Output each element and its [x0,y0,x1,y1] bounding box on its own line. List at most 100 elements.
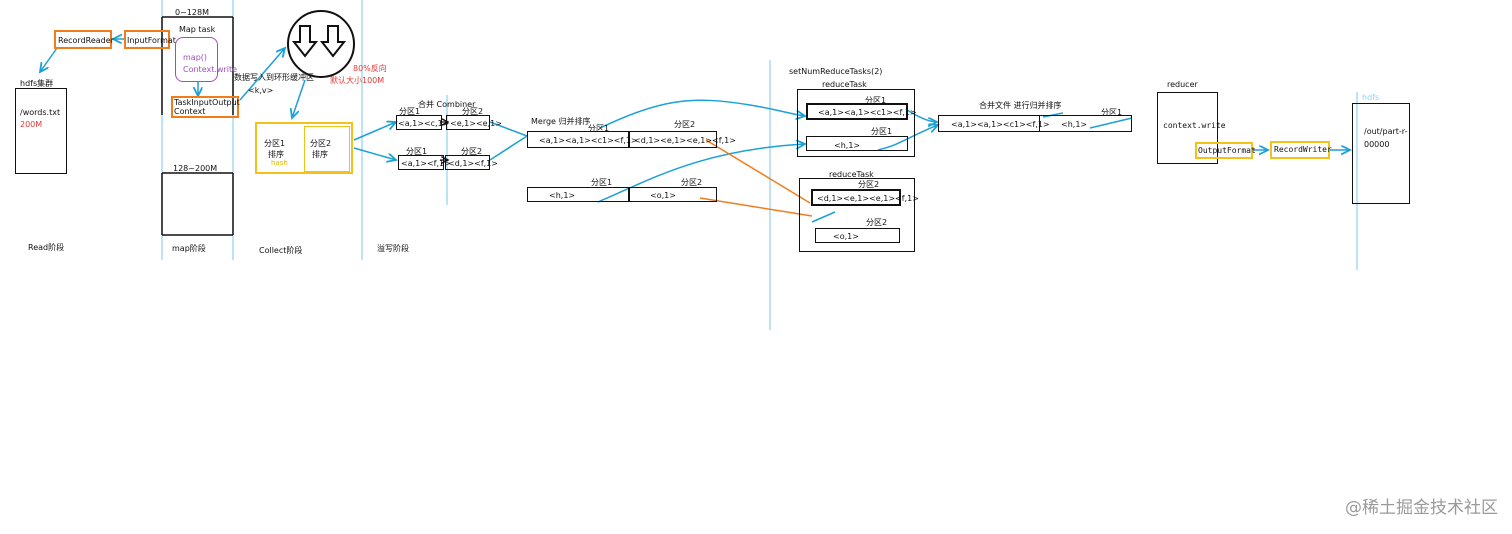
stage-read-label: Read阶段 [28,243,65,252]
reduce-task1-box [797,89,915,157]
merge-files-label: 合并文件 进行归并排序 [979,101,1062,110]
collect-p1-extra: hash [271,159,288,167]
merge-r2-c2-box [629,187,717,202]
merge-r2-p2: 分区2 [681,178,703,187]
spill-r2-c2: <d,1><f,1> [448,159,498,168]
merge-label: Merge 归并排序 [531,117,591,126]
hdfs-out-box [1352,103,1410,204]
collect-outer-box [255,122,353,174]
hdfs-file-name: /words.txt [20,108,61,117]
buffer-size-label: 默认大小100M [330,76,385,85]
merge-r2-p1: 分区1 [591,178,613,187]
merged-h-box [1040,115,1132,132]
merge-r1-p1: 分区1 [588,124,610,133]
collect-p1-sort: 排序 [268,150,284,159]
arrow-collect-to-spill1 [353,122,396,141]
combiner-label: 合并 Combiner [418,100,476,109]
merged-row-box [938,115,1040,132]
down-arrow-icon [319,25,347,58]
output-format-label: OutputFormat [1198,146,1256,155]
merge-r1-p2: 分区2 [674,120,696,129]
buffer-write-label: 数据写入到环形缓冲区 [234,73,314,82]
arrow-merge-to-reduce1 [599,99,805,129]
spill-r2-c2-box [445,155,490,170]
arrow-reader-to-hdfs [40,47,58,72]
spill-r2-p2: 分区2 [461,147,483,156]
collect-partition2-box [304,126,350,172]
orange-arrow-merge2-to-reduce2 [699,197,813,217]
reducer-context-write: context.write [1163,121,1226,130]
reduce-task1-row2-box [806,136,908,151]
arrow-to-buffer [239,48,285,101]
record-reader-label: RecordReader [58,36,114,45]
merged-row: <a,1><a,1><c1><f,1> [951,120,1050,129]
hdfs-cluster-label: hdfs集群 [20,79,54,88]
reduce-task2-row1: <d,1><e,1><e,1><f,1> [817,194,919,203]
split1-label: 0~128M [175,8,209,17]
merged-h: <h,1> [1061,120,1088,129]
split2-label: 128~200M [173,164,218,173]
spill-r1-c1-box [396,115,442,130]
stage-map-label: map阶段 [172,244,206,253]
spill-r2-c1: <a,1><f,1> [401,159,451,168]
reduce-task1-row2: <h,1> [834,141,861,150]
task-context-label: TaskInputOutput Context [174,98,240,117]
hdfs-out-label: hdfs [1362,93,1380,102]
merge-r1-c1: <a,1><a,1><c1><f,1> [539,136,638,145]
spill-r1-p1: 分区1 [399,107,421,116]
context-write-label: Context.write [183,65,237,74]
reduce-task2-row1-box [811,189,901,206]
reduce-task2-row2-box [815,228,900,243]
kv-label: <k,v> [248,86,274,95]
arrow-collect-to-spill2 [353,147,396,160]
output-format-box [1195,142,1253,159]
spill-r2-p1: 分区1 [406,147,428,156]
arrow-spill2-to-merge [489,135,528,161]
spill-r1-c2-box [446,115,490,130]
arrow-buffer-to-collect [292,79,306,118]
collect-p2-sort: 排序 [312,150,328,159]
arrow-reduce1-merge [906,109,937,122]
reducer-label: reducer [1167,80,1198,89]
reduce-task2-box [799,178,915,252]
hdfs-file-box [15,88,67,174]
map-fn-box [175,37,218,82]
reduce-task2-p: 分区2 [858,180,880,189]
hdfs-out-path2: 00000 [1364,140,1390,149]
reduce-task1-p1b: 分区1 [871,127,893,136]
merge-r2-c2: <o,1> [650,191,676,200]
spill-r1-p2: 分区2 [462,107,484,116]
orange-arrow-merge-to-reduce2 [705,139,811,204]
map-fn-label: map() [183,53,208,62]
hdfs-file-size: 200M [20,120,43,129]
merged-p: 分区1 [1101,108,1123,117]
arrow-merge2-to-reduce1 [597,144,805,203]
record-writer-label: RecordWriter [1274,145,1332,154]
down-arrow-icon [291,25,319,58]
collect-p2-label: 分区2 [310,139,332,148]
buffer-pct-label: 80%反向 [353,64,387,73]
reduce-task1-title: reduceTask [822,80,867,89]
watermark: @稀土掘金技术社区 [1345,498,1498,518]
collect-p1-label: 分区1 [264,139,286,148]
merge-r1-c1-box [527,131,629,148]
merge-r2-c1: <h,1> [549,191,576,200]
input-format-label: InputFormat [127,36,176,45]
arrow-reduce1b-merge [877,125,938,151]
merge-r1-c2: <d,1><e,1><e,1><f,1> [634,136,736,145]
set-num-reduce-label: setNumReduceTasks(2) [789,67,883,76]
arrow-reduce2-tick [811,211,836,223]
reduce-task2-row2: <o,1> [833,232,859,241]
merge-r1-c2-box [629,131,717,148]
spill-r1-c2: <e,1><e,1> [450,119,502,128]
hdfs-out-path1: /out/part-r- [1364,127,1408,136]
reducer-box [1157,92,1218,164]
record-writer-box [1270,141,1330,159]
spill-r2-c1-box [398,155,444,170]
merge-r2-c1-box [527,187,629,202]
reduce-task1-row1-box [806,103,908,120]
reduce-task1-row1: <a,1><a,1><c1><f,1> [818,108,917,117]
spill-r1-c1: <a,1><c,1> [398,119,450,128]
arrow-merged-tail [1089,117,1133,129]
input-format-box [124,30,170,49]
